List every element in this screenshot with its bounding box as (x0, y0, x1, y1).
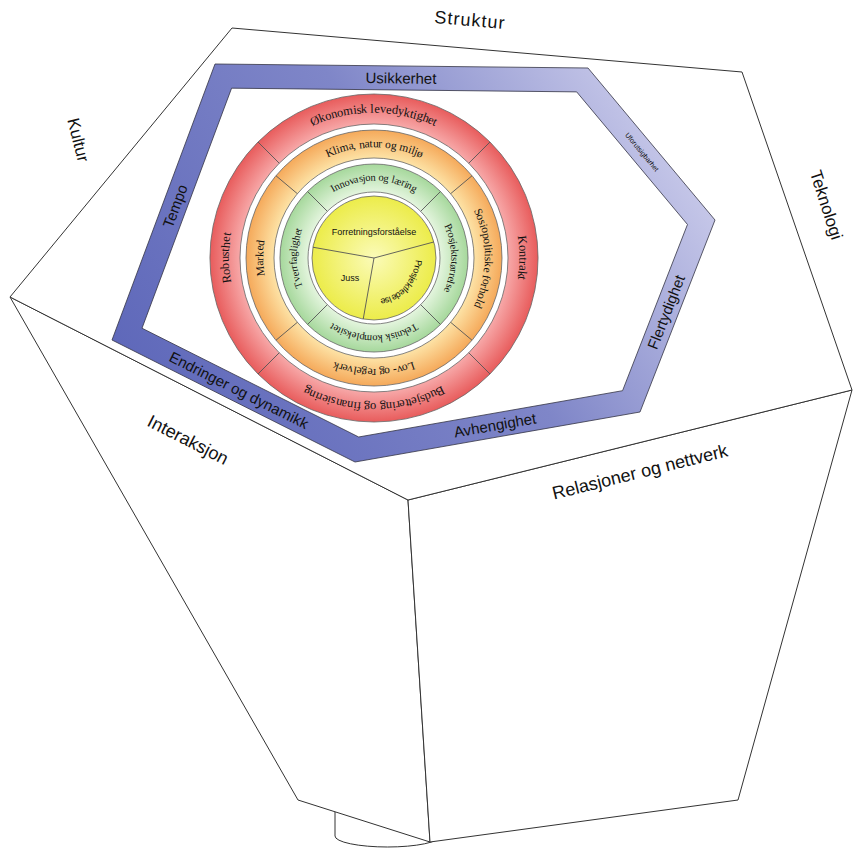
segment-divider (451, 322, 472, 340)
glyph: s (482, 257, 494, 262)
segment-divider (313, 247, 374, 258)
glyph: s (449, 257, 460, 261)
ring-band (246, 130, 502, 386)
glyph: r (372, 366, 376, 378)
segment-divider (258, 142, 279, 163)
glyph: a (254, 260, 266, 266)
segment-divider (469, 353, 490, 374)
outer-ring: ForretningsforståelseProsjektledelseJuss… (210, 94, 538, 422)
glyph: g (379, 400, 386, 413)
ring-band (280, 164, 468, 352)
glyph: K (515, 235, 528, 245)
glyph (376, 401, 379, 414)
segment-divider (421, 305, 441, 325)
glyph: n (371, 173, 376, 184)
ring-band (312, 196, 436, 320)
glyph (367, 103, 371, 116)
glyph: v (379, 103, 386, 116)
segment-divider (276, 322, 297, 340)
glyph: t (517, 257, 530, 261)
glyph: k (254, 251, 266, 257)
uncertainty-band: ForretningsforståelseProsjektledelseJuss… (112, 64, 715, 462)
segment-divider (258, 353, 279, 374)
glyph: e (374, 103, 380, 116)
glyph: t (369, 138, 372, 150)
segment-divider (374, 242, 434, 258)
glyph: r (517, 261, 530, 266)
segment-divider (363, 258, 374, 319)
glyph: o (372, 333, 377, 344)
segment-divider (469, 142, 490, 163)
segment-divider (308, 192, 328, 212)
glyph: k (361, 103, 368, 116)
glyph: o (370, 401, 376, 414)
segment-divider (308, 305, 328, 325)
segment-label: Juss (341, 274, 360, 283)
glyph: o (516, 244, 529, 251)
glyph: o (219, 268, 232, 275)
glyph: k (448, 249, 459, 255)
glyph: u (219, 256, 232, 262)
core-circle: ForretningsforståelseProsjektledelseJuss (312, 196, 436, 320)
glyph: k (377, 332, 383, 343)
glyph: m (364, 332, 373, 343)
glyph: g (289, 251, 300, 257)
glyph: o (365, 173, 371, 184)
glyph: t (449, 254, 460, 257)
ring-band (210, 94, 538, 422)
face-label: Kultur (64, 116, 91, 163)
glyph: n (358, 139, 365, 151)
glyph: b (219, 262, 232, 269)
segment-divider (276, 176, 297, 194)
core-circle-outline (312, 196, 436, 320)
hexagon-band (112, 64, 715, 462)
glyph: u (373, 138, 379, 150)
glyph: r (254, 257, 266, 261)
glyph: a (289, 257, 300, 262)
band-label: Usikkerhet (366, 70, 437, 86)
glyph: s (219, 251, 232, 256)
glyph: k (482, 261, 494, 267)
middle-ring: ForretningsforståelseProsjektledelseJuss… (246, 130, 502, 386)
segment-divider (451, 176, 472, 194)
glyph: e (481, 267, 493, 273)
segment-divider (421, 192, 441, 212)
glyph: n (517, 251, 530, 258)
face-label: Struktur (434, 8, 506, 32)
prism-top-face (10, 28, 852, 500)
glyph: l (371, 103, 375, 116)
glyph: M (254, 265, 267, 276)
glyph: e (379, 296, 386, 306)
glyph: n (385, 400, 392, 413)
face-label: Teknologi (807, 168, 845, 242)
inner-ring: ForretningsforståelseProsjektledelseJuss… (280, 164, 468, 352)
glyph: g (364, 400, 371, 413)
glyph: a (364, 138, 370, 150)
glyph: g (378, 366, 385, 378)
segment-label: Forretningsforståelse (332, 228, 417, 237)
glyph: e (367, 366, 373, 378)
